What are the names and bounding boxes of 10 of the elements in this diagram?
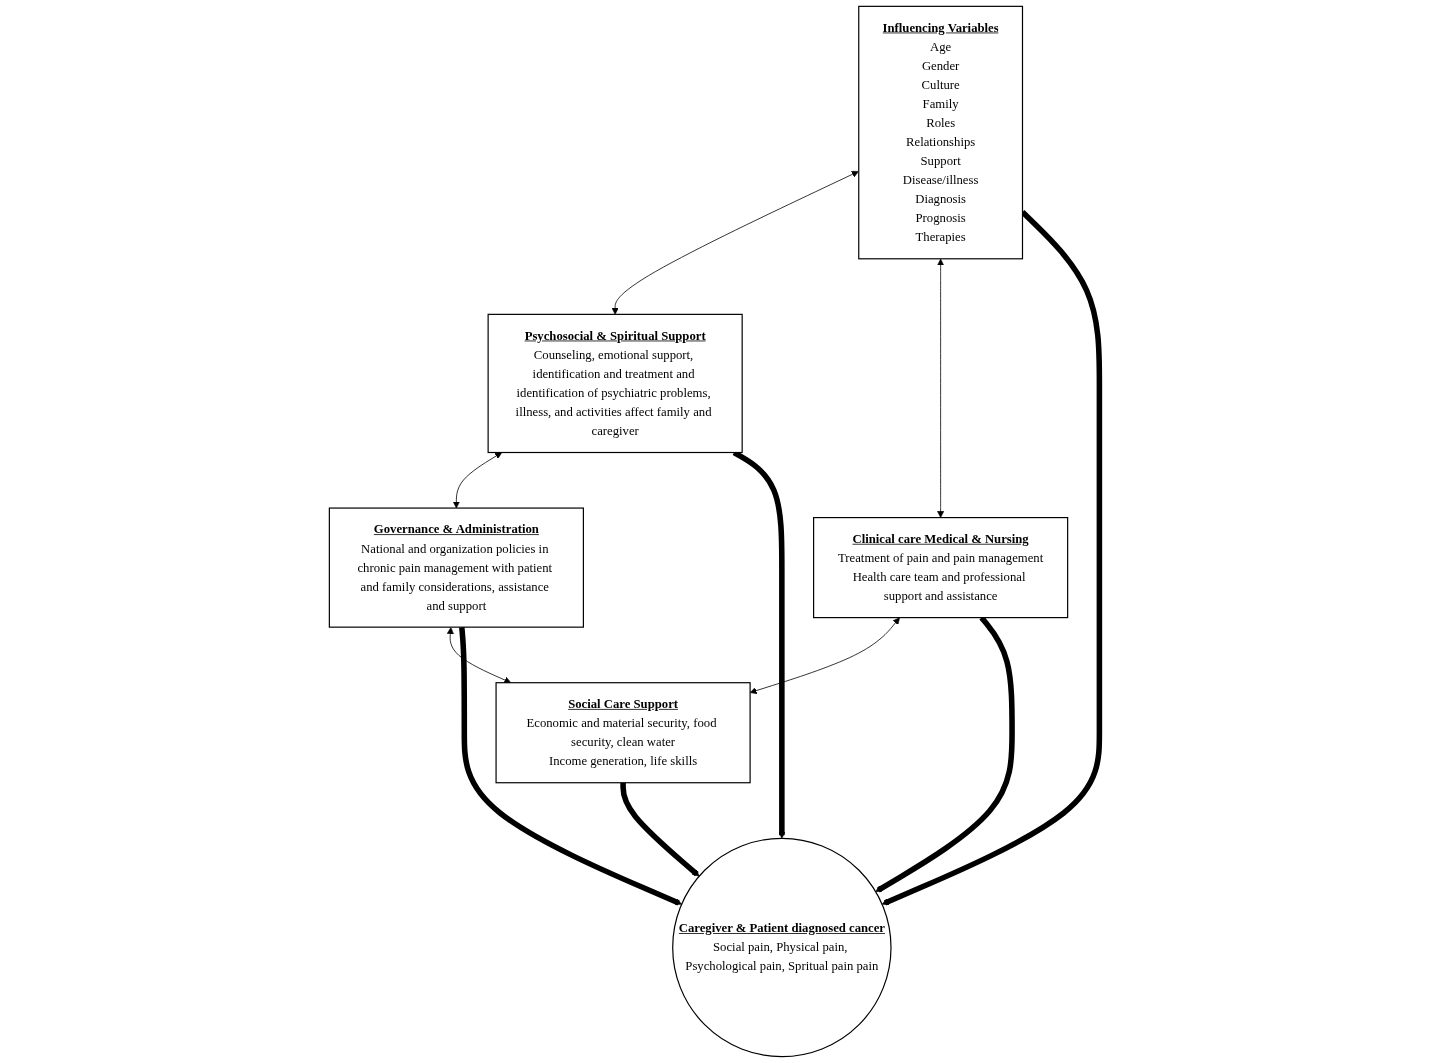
node-box xyxy=(858,5,1024,260)
arrow xyxy=(732,450,786,839)
node-box xyxy=(487,313,743,454)
arrow xyxy=(620,782,700,877)
arrow xyxy=(881,210,1103,906)
node-circle xyxy=(672,837,892,1058)
arrow xyxy=(459,626,683,906)
node-box xyxy=(813,517,1069,619)
node-box xyxy=(328,507,585,628)
node-box xyxy=(495,682,751,784)
